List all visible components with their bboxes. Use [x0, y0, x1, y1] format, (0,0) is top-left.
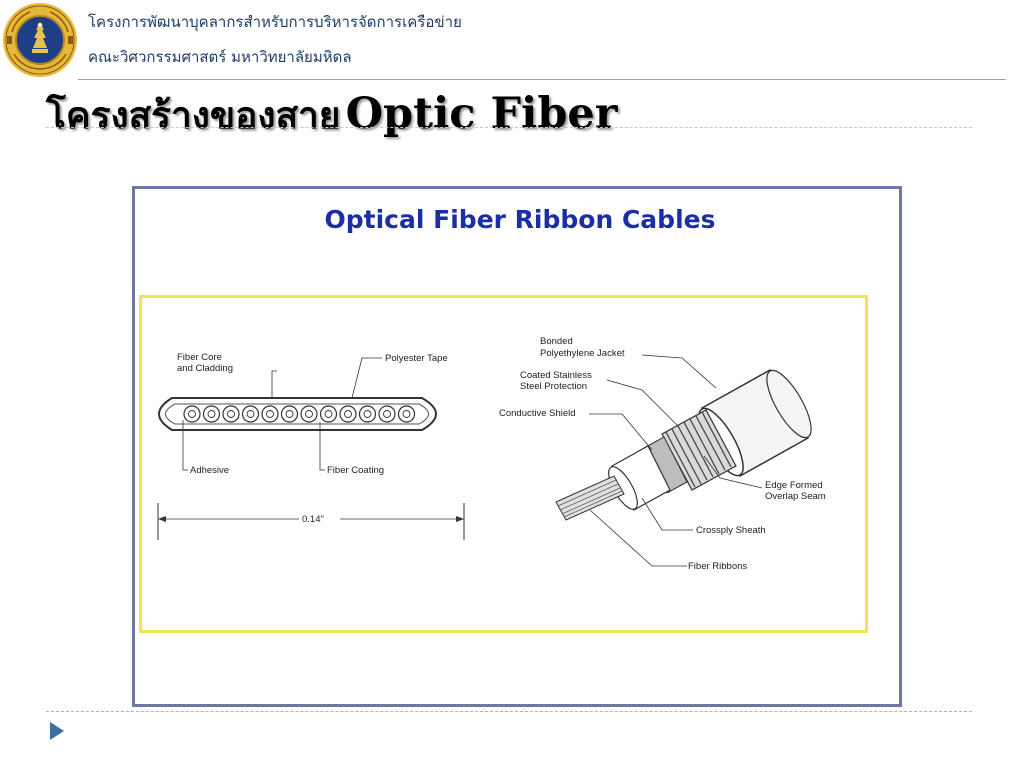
- figure-highlight-box: Fiber Core and Cladding Polyester Tape A…: [139, 295, 868, 633]
- label-bonded: Bonded: [540, 336, 573, 347]
- label-fiber-ribbons: Fiber Ribbons: [688, 561, 747, 572]
- fiber-core: [207, 410, 216, 418]
- header-project-name: โครงการพัฒนาบุคลากรสำหรับการบริหารจัดการ…: [88, 13, 462, 31]
- fiber-circle: [358, 405, 377, 423]
- slide-title-english: Optic Fiber: [345, 89, 618, 139]
- ribbon-cross-section: Fiber Core and Cladding Polyester Tape A…: [157, 352, 465, 540]
- fiber-core: [266, 410, 274, 418]
- triangle-bullet-icon: [50, 722, 64, 740]
- header-divider: [78, 79, 1006, 80]
- fiber-circle: [300, 405, 318, 423]
- slide-title: โครงสร้างของสาย Optic Fiber: [46, 86, 617, 145]
- label-conductive-shield: Conductive Shield: [499, 408, 576, 419]
- label-adhesive: Adhesive: [190, 465, 229, 476]
- fiber-ribbon-diagram: Fiber Core and Cladding Polyester Tape A…: [157, 336, 826, 572]
- figure-frame: Optical Fiber Ribbon Cables Fiber C: [132, 186, 902, 707]
- label-coated-stainless: Coated Stainless: [520, 370, 592, 381]
- slide-title-thai: โครงสร้างของสาย: [46, 94, 341, 137]
- fiber-circle: [280, 405, 299, 423]
- fiber-circle: [202, 405, 221, 423]
- fiber-circle: [241, 405, 260, 423]
- figure-title: Optical Fiber Ribbon Cables: [324, 205, 716, 234]
- fiber-circles: [183, 405, 416, 423]
- fiber-circle: [222, 405, 240, 423]
- label-steel-protection: Steel Protection: [520, 381, 587, 392]
- header-faculty-name: คณะวิศวกรรมศาสตร์ มหาวิทยาลัยมหิดล: [88, 48, 352, 66]
- university-seal-logo: [3, 3, 77, 77]
- fiber-core: [383, 410, 391, 418]
- fiber-core: [324, 410, 333, 418]
- label-cladding: and Cladding: [177, 363, 233, 374]
- fiber-core: [246, 410, 255, 418]
- label-fiber-coating: Fiber Coating: [327, 465, 384, 476]
- label-ribbon-width: 0.14": [302, 514, 324, 525]
- label-polyester-tape: Polyester Tape: [385, 353, 448, 364]
- footer-divider: [46, 711, 972, 712]
- fiber-core: [402, 410, 411, 418]
- label-crossply-sheath: Crossply Sheath: [696, 525, 766, 536]
- fiber-core: [305, 410, 313, 418]
- fiber-circle: [339, 405, 357, 423]
- fiber-circle: [378, 405, 396, 423]
- label-edge-formed: Edge Formed: [765, 480, 823, 491]
- fiber-core: [344, 410, 352, 418]
- title-underline: [46, 127, 972, 128]
- fiber-core: [188, 410, 196, 418]
- fiber-core: [227, 410, 235, 418]
- fiber-circle: [183, 405, 201, 423]
- fiber-circle: [261, 405, 279, 423]
- fiber-core: [363, 410, 372, 418]
- label-overlap-seam: Overlap Seam: [765, 491, 826, 502]
- fiber-circle: [319, 405, 338, 423]
- fiber-core: [285, 410, 294, 418]
- label-fiber-core: Fiber Core: [177, 352, 222, 363]
- label-polyethylene-jacket: Polyethylene Jacket: [540, 348, 625, 359]
- fiber-circle: [397, 405, 416, 423]
- cable-cutaway-view: Bonded Polyethylene Jacket Coated Stainl…: [499, 336, 826, 572]
